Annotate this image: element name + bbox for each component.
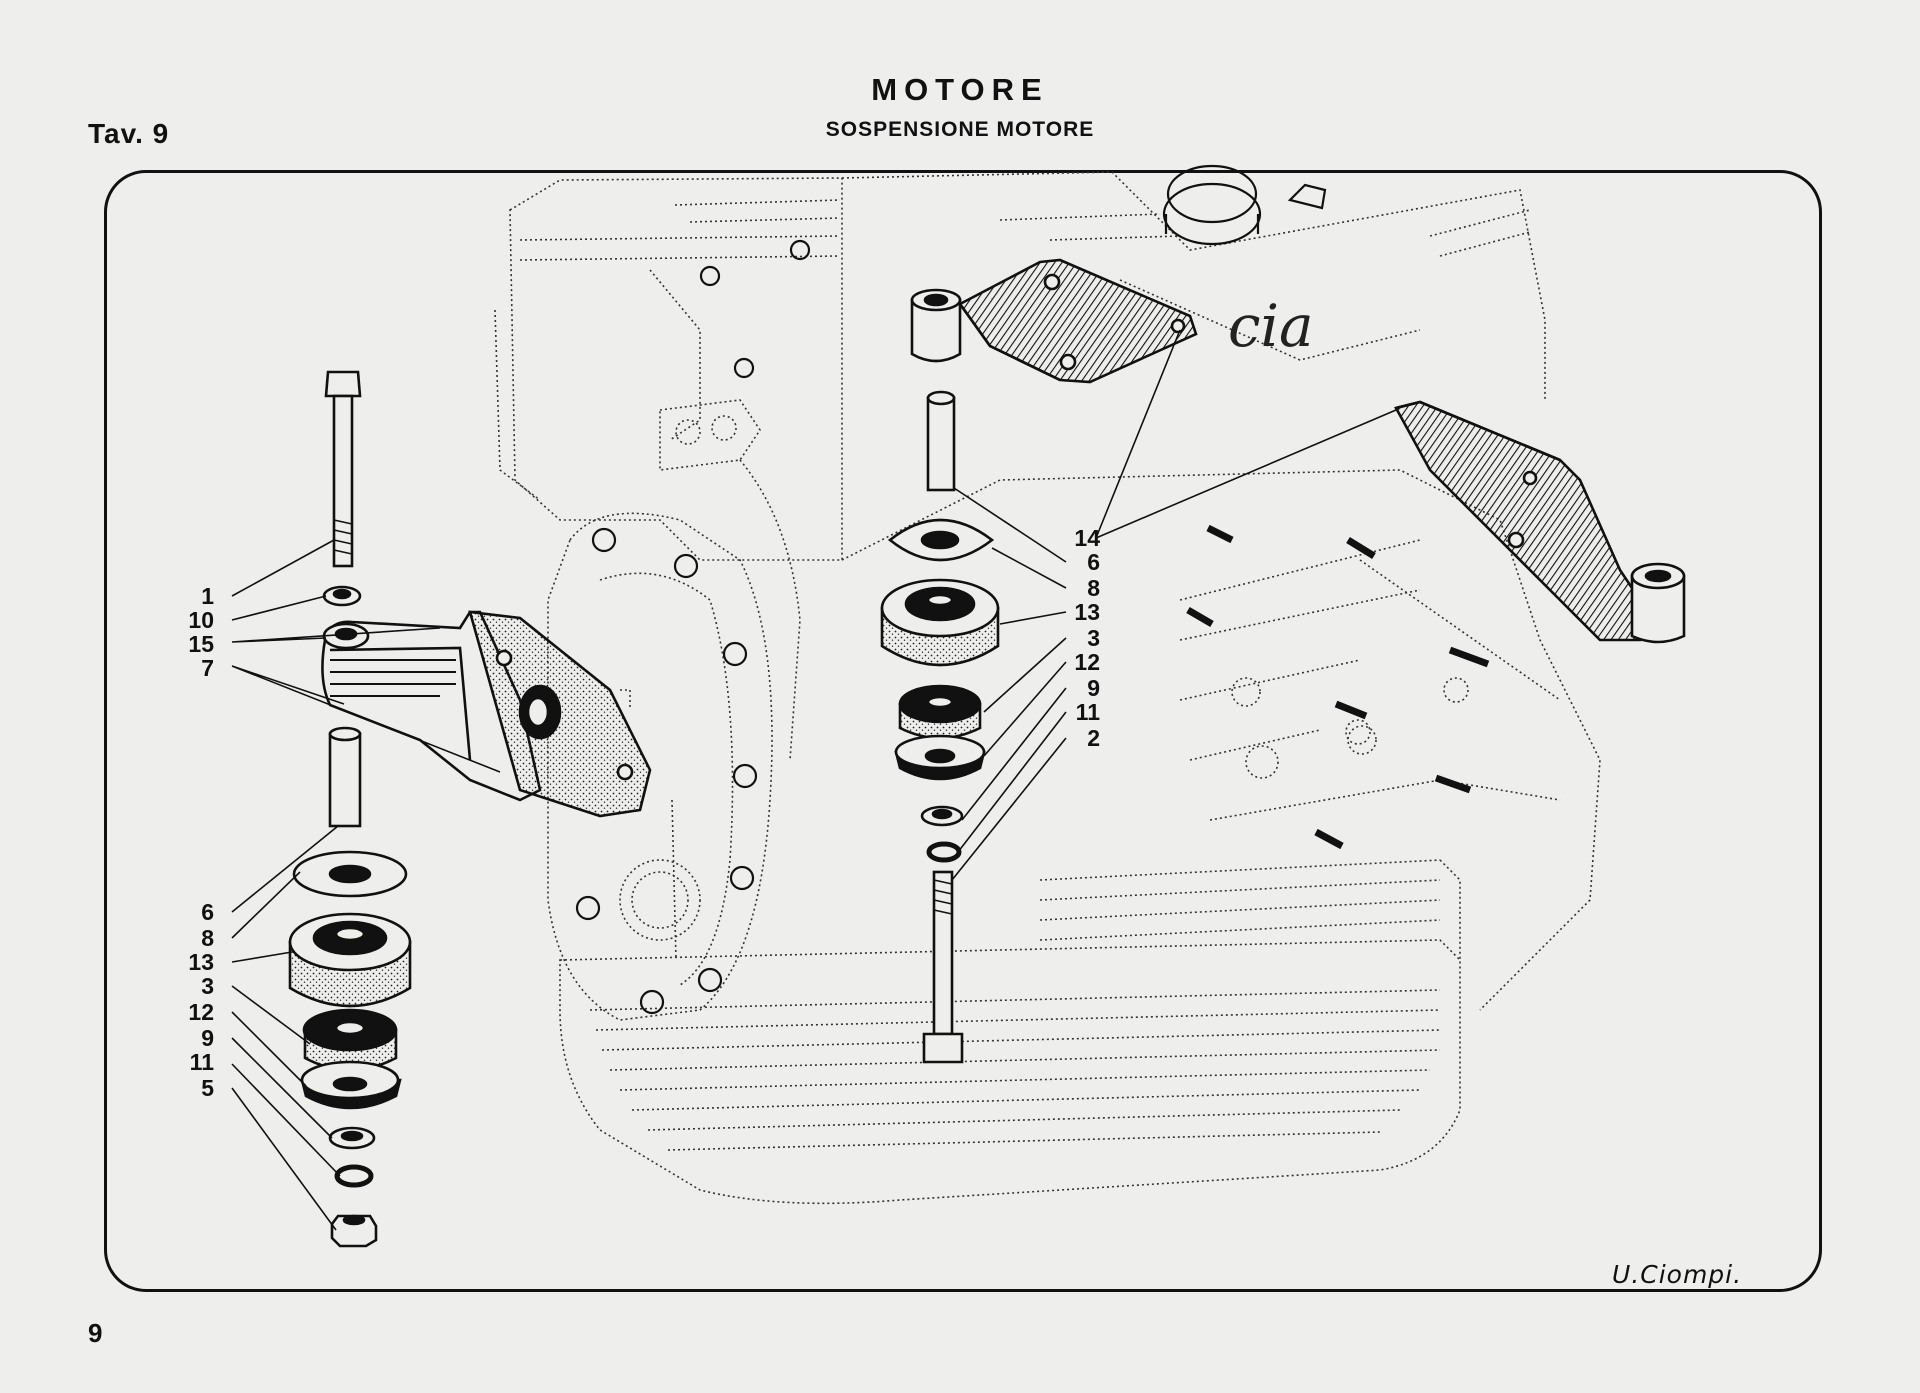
callouts-left: 1 10 15 7 6 8 13 3 12 9 11 5: [188, 583, 214, 1101]
right-mount-assembly: [880, 258, 1686, 1064]
engine-block: [494, 171, 1601, 1205]
drawing-frame: [104, 170, 1822, 1292]
bracket-14-upper: [958, 258, 1198, 384]
engine-details: cia: [575, 164, 1490, 1015]
callout-3-right: 3: [1087, 625, 1100, 651]
page-subtitle: SOSPENSIONE MOTORE: [825, 118, 1095, 141]
left-mount-assembly: [288, 370, 652, 1248]
callout-8: 8: [201, 925, 214, 951]
callout-6: 6: [201, 899, 214, 925]
lockwasher-11-right: [926, 841, 962, 863]
callout-12: 12: [188, 999, 214, 1025]
illustrator-signature: U.Ciompi.: [1612, 1260, 1743, 1289]
svg-text:cia: cia: [1228, 292, 1314, 360]
spacer-6-left: [328, 732, 362, 828]
plate-number: Tav. 9: [88, 118, 170, 149]
bolt-2-head: [922, 1032, 964, 1064]
lockwasher-11-left: [334, 1164, 374, 1188]
callout-12-right: 12: [1074, 649, 1100, 675]
callout-9-right: 9: [1087, 675, 1100, 701]
leader-lines: [231, 329, 1397, 1231]
bolt-2-shank: [932, 870, 954, 1036]
callout-6-right: 6: [1087, 549, 1100, 575]
callout-13-right: 13: [1074, 599, 1100, 625]
callouts-right: 14 6 8 13 3 12 9 11 2: [1074, 525, 1100, 751]
callout-7: 7: [201, 655, 214, 681]
callout-2: 2: [1087, 725, 1100, 751]
bolt-1: [324, 370, 362, 398]
callout-15: 15: [188, 631, 214, 657]
nut-5: [330, 1214, 378, 1248]
page-title: MOTORE: [871, 72, 1049, 107]
callout-3: 3: [201, 973, 214, 999]
callout-9: 9: [201, 1025, 214, 1051]
callout-5: 5: [201, 1075, 214, 1101]
callout-8-right: 8: [1087, 575, 1100, 601]
callout-1: 1: [201, 583, 214, 609]
callout-10: 10: [188, 607, 214, 633]
callout-11-right: 11: [1076, 699, 1101, 725]
spacer-6-right: [926, 396, 956, 492]
callout-14: 14: [1074, 525, 1100, 551]
callout-11: 11: [190, 1049, 215, 1075]
bracket-14-lower: [1394, 400, 1642, 642]
page-number: 9: [88, 1318, 103, 1348]
callout-13: 13: [188, 949, 214, 975]
